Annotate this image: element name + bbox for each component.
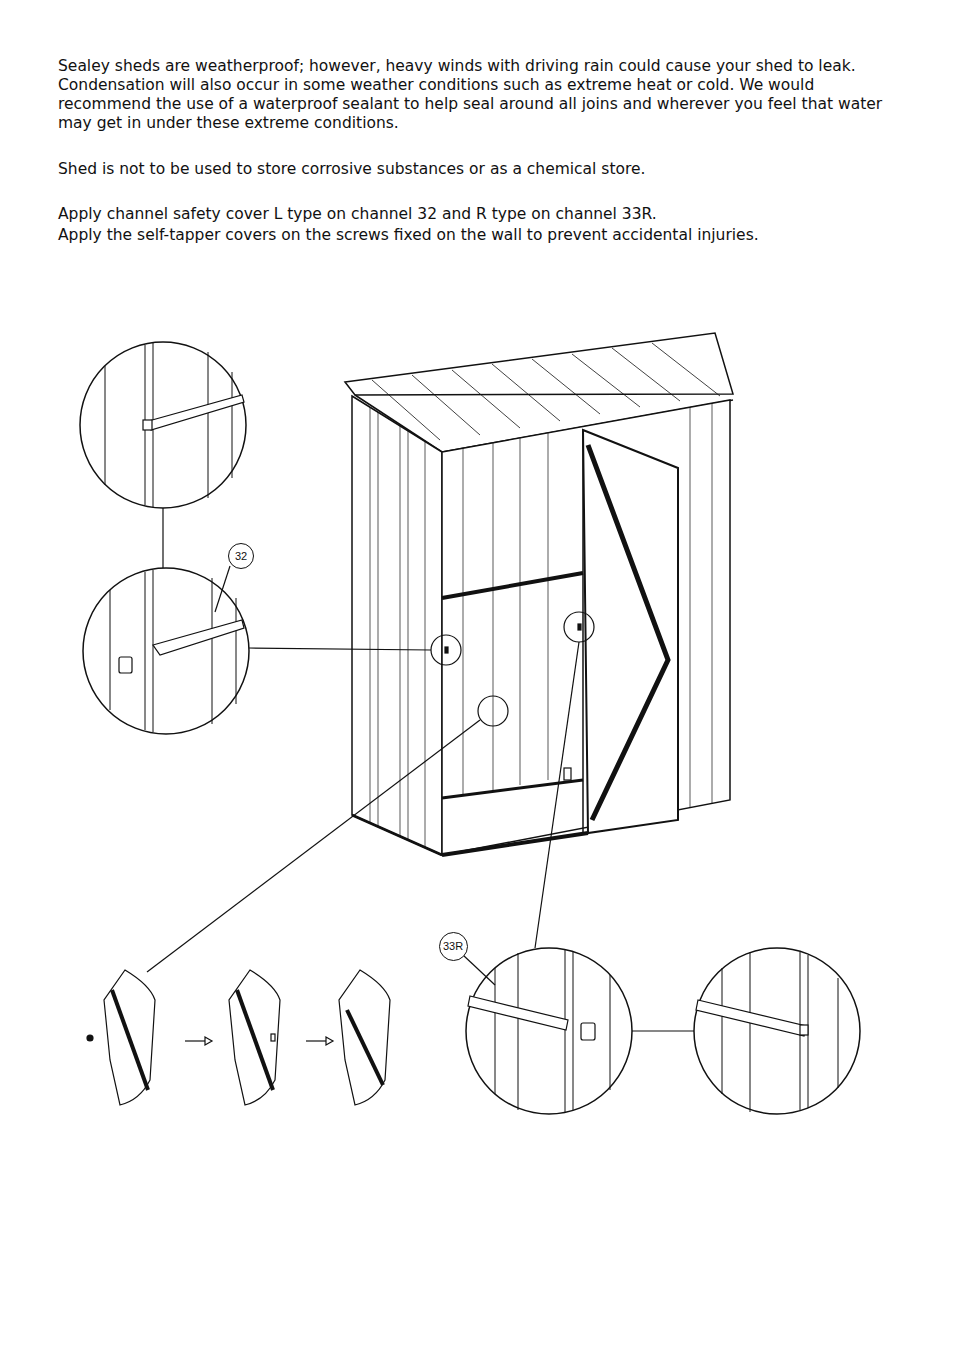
instruction-text: Apply the self-tapper covers on the scre… <box>58 226 908 245</box>
callout-circle: 33R <box>439 932 468 961</box>
instruction-text: Shed is not to be used to store corrosiv… <box>58 160 908 179</box>
callout-number: 33R <box>443 940 463 952</box>
callout-number: 32 <box>235 550 247 562</box>
instruction-text: Sealey sheds are weatherproof; however, … <box>58 57 908 133</box>
instruction-text: Apply channel safety cover L type on cha… <box>58 205 908 224</box>
callout-circle: 32 <box>228 543 254 569</box>
